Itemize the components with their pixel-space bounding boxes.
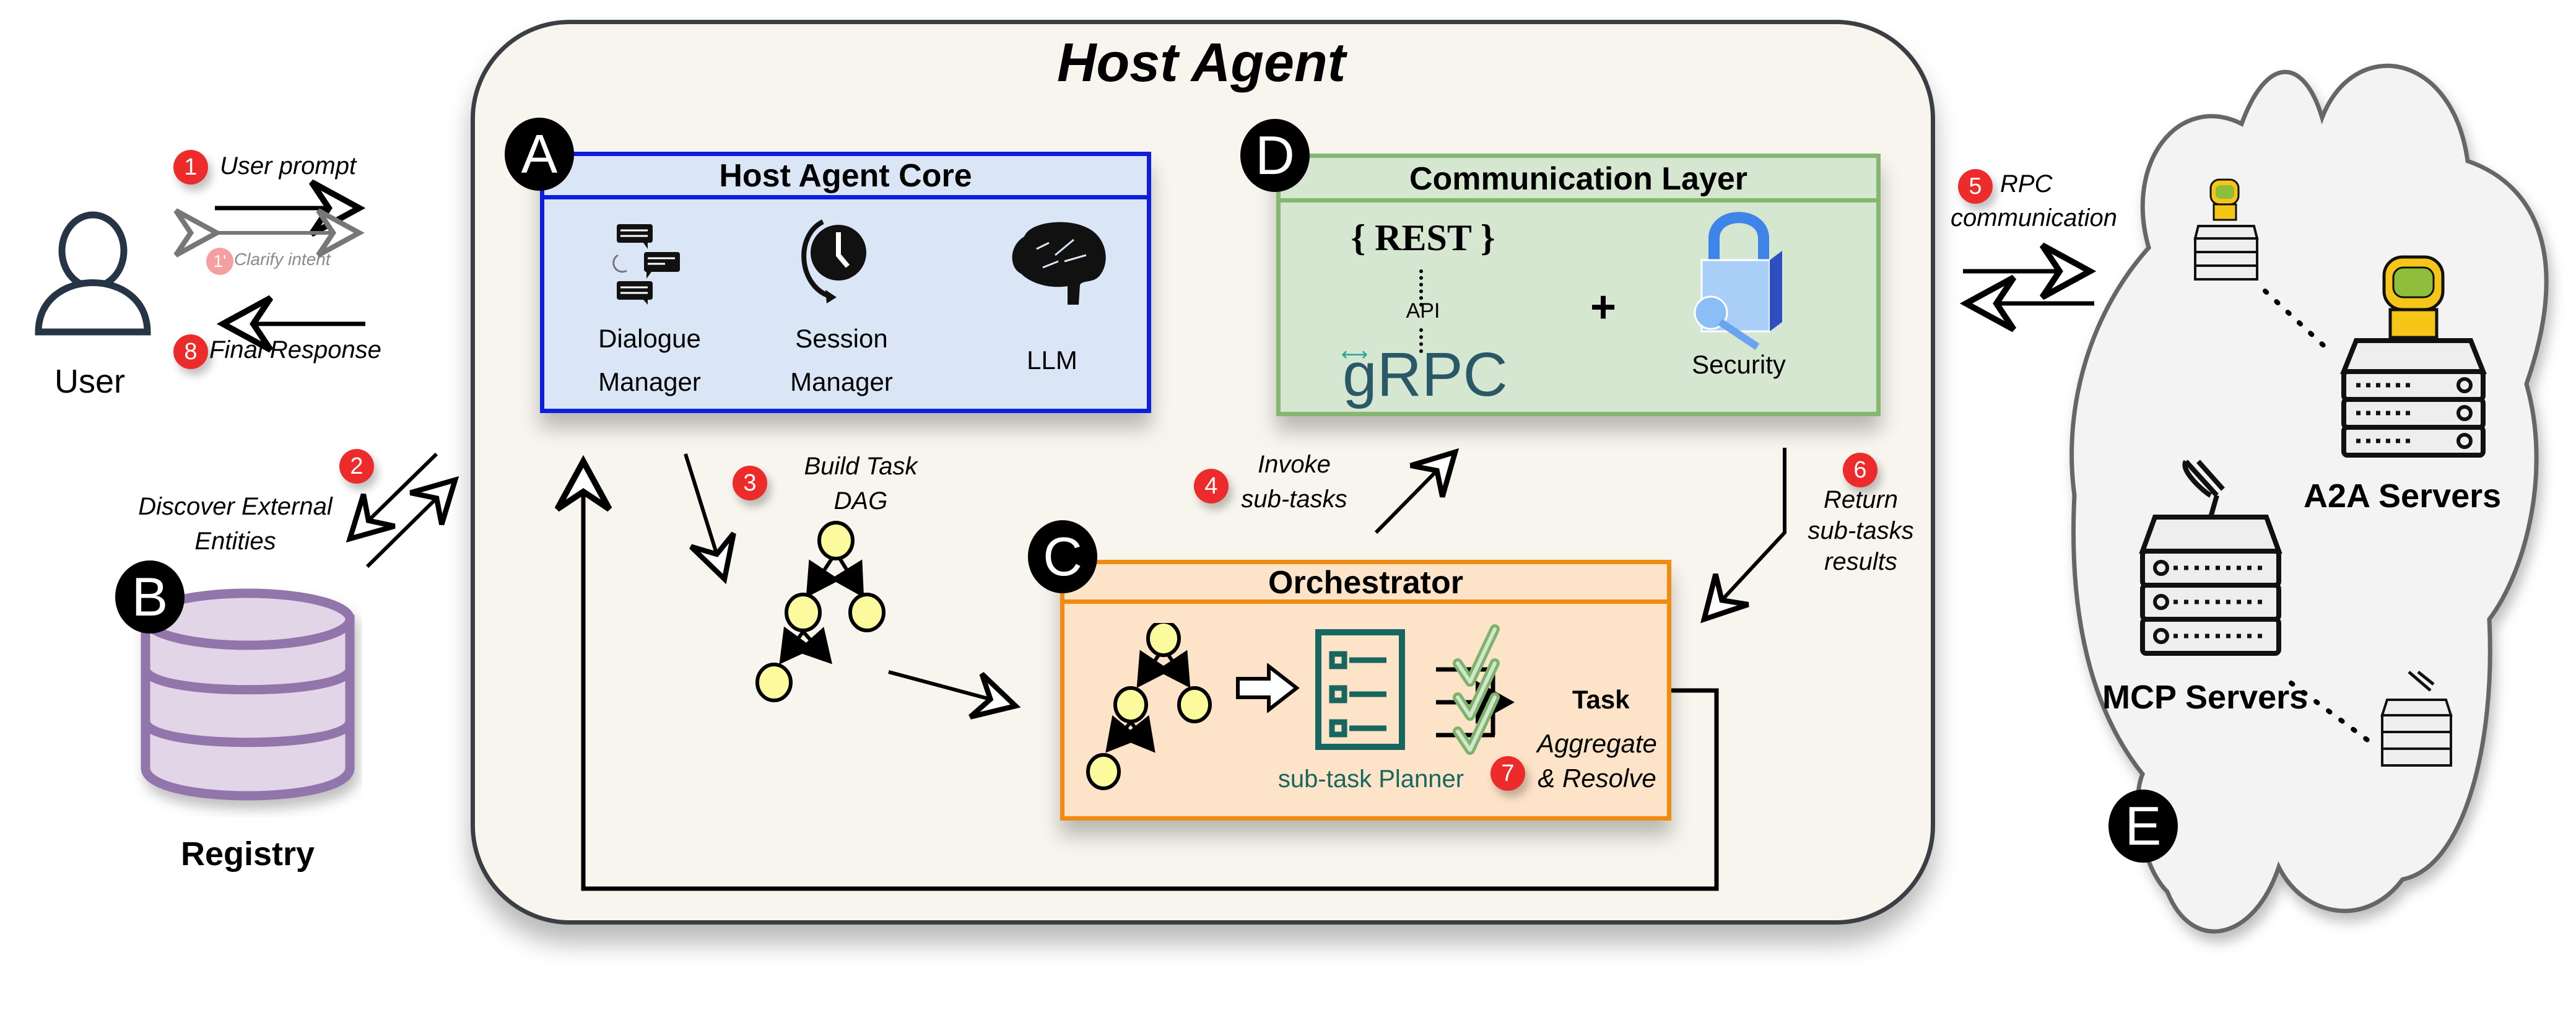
step-6-line3: results [1824, 548, 1897, 575]
host-agent-title: Host Agent [1056, 32, 1346, 93]
a2a-server-robot-icon [2340, 255, 2487, 458]
aggregate-line2: & Resolve [1538, 764, 1656, 793]
api-connector [1419, 269, 1428, 307]
dag-node [755, 663, 793, 702]
step-6-line1: Return [1823, 486, 1899, 513]
mcp-server-icon [2139, 460, 2282, 656]
step-badge-5: 5 [1958, 169, 1993, 204]
step-badge-1-prime: 1' [206, 248, 233, 275]
step-badge-4: 4 [1194, 469, 1229, 503]
step-badge-2: 2 [339, 449, 374, 484]
dag-node [785, 593, 822, 632]
step-3-label: Build Task DAG [786, 449, 935, 518]
step-badge-3: 3 [733, 466, 767, 500]
arrow-build-dag [684, 453, 736, 585]
mcp-servers-label: MCP Servers [2102, 679, 2308, 716]
hollow-right-arrow-icon [1236, 663, 1300, 713]
step-badge-8: 8 [173, 334, 208, 369]
step-badge-7: 7 [1490, 756, 1525, 791]
plus-sign: + [1590, 282, 1617, 332]
dialogue-icon [612, 224, 680, 305]
step-5-line2: communication [1951, 204, 2118, 232]
badge-c: C [1028, 520, 1097, 593]
step-8-label: Final Response [209, 336, 381, 364]
llm-label: LLM [1027, 346, 1077, 375]
a2a-servers-label: A2A Servers [2304, 477, 2502, 515]
step-5-line1: RPC [2000, 170, 2053, 198]
grpc-logo: gRPC [1342, 340, 1508, 409]
dialogue-manager-line2: Manager [598, 367, 701, 396]
dag-node [1086, 753, 1121, 790]
planner-checklist-icon [1315, 629, 1405, 750]
badge-b: B [115, 560, 185, 634]
task-label: Task [1572, 685, 1630, 714]
arrow-discover-down [346, 452, 438, 543]
dag-node [1177, 686, 1212, 723]
aggregate-line1: Aggregate [1537, 729, 1657, 758]
communication-layer-title: Communication Layer [1281, 158, 1876, 203]
subtask-planner-label: sub-task Planner [1277, 765, 1464, 793]
host-agent-core-panel: Host Agent Core Dialogue Manager Session… [540, 152, 1151, 413]
step-6-label: Return sub-tasks results [1796, 484, 1926, 577]
orchestrator-panel: Orchestrator Task s [1060, 560, 1671, 821]
rest-api-label: { REST } [1351, 217, 1495, 258]
small-a2a-server-icon [2193, 178, 2259, 281]
task-dag-graph [755, 521, 886, 702]
api-label: API [1406, 299, 1440, 323]
api-connector-lower [1419, 328, 1428, 353]
step-4-line2: sub-tasks [1241, 486, 1347, 513]
host-agent-core-title: Host Agent Core [544, 156, 1147, 199]
dag-node [1113, 686, 1148, 723]
grpc-arrow-icon: ⟷ [1341, 344, 1368, 365]
step-1-prime-label: Clarify intent [234, 250, 331, 269]
session-manager-line2: Manager [790, 367, 893, 396]
step-3-line2: DAG [833, 487, 888, 515]
session-manager-line1: Session [795, 324, 888, 353]
badge-e: E [2108, 790, 2178, 863]
feedback-loop-line [554, 455, 1719, 891]
step-badge-6: 6 [1843, 453, 1878, 487]
dag-node [1146, 623, 1181, 657]
dag-node [848, 593, 886, 632]
registry-label: Registry [180, 835, 315, 873]
session-manager-label: Session Manager [773, 317, 910, 404]
user-label: User [54, 363, 125, 400]
session-clock-icon [801, 219, 866, 303]
security-lock-icon [1694, 212, 1782, 350]
badge-a: A [505, 118, 574, 191]
step-6-line2: sub-tasks [1808, 517, 1914, 544]
brain-icon [1012, 222, 1106, 305]
step-2-line2: Entities [194, 528, 276, 555]
step-1-label: User prompt [220, 152, 357, 180]
orchestrator-dag-icon [1086, 623, 1212, 790]
step-4-label: Invoke sub-tasks [1226, 447, 1362, 516]
arrow-dag-to-orchestrator [888, 670, 1021, 720]
aggregate-resolve-label: Aggregate & Resolve [1529, 726, 1665, 796]
dag-node [817, 521, 855, 560]
user-icon [35, 211, 151, 336]
step-4-line1: Invoke [1258, 451, 1331, 478]
arrow-invoke-subtasks [1374, 448, 1460, 534]
aggregate-checks-icon [1436, 624, 1515, 755]
small-mcp-server-icon [2380, 671, 2453, 767]
step-badge-1: 1 [173, 150, 208, 185]
arrow-return-results [1700, 448, 1786, 624]
step-2-label: Discover External Entities [124, 489, 347, 559]
step-3-line1: Build Task [804, 453, 918, 480]
step-2-line1: Discover External [138, 493, 333, 520]
dialogue-manager-line1: Dialogue [598, 324, 701, 353]
dialogue-manager-label: Dialogue Manager [581, 317, 718, 404]
arrow-discover-up [365, 476, 459, 568]
badge-d: D [1240, 119, 1310, 192]
orchestrator-title: Orchestrator [1064, 564, 1667, 604]
communication-layer-panel: Communication Layer { REST } API gRPC ⟷ … [1276, 154, 1881, 416]
registry-database-icon [141, 588, 355, 801]
security-label: Security [1692, 350, 1786, 379]
